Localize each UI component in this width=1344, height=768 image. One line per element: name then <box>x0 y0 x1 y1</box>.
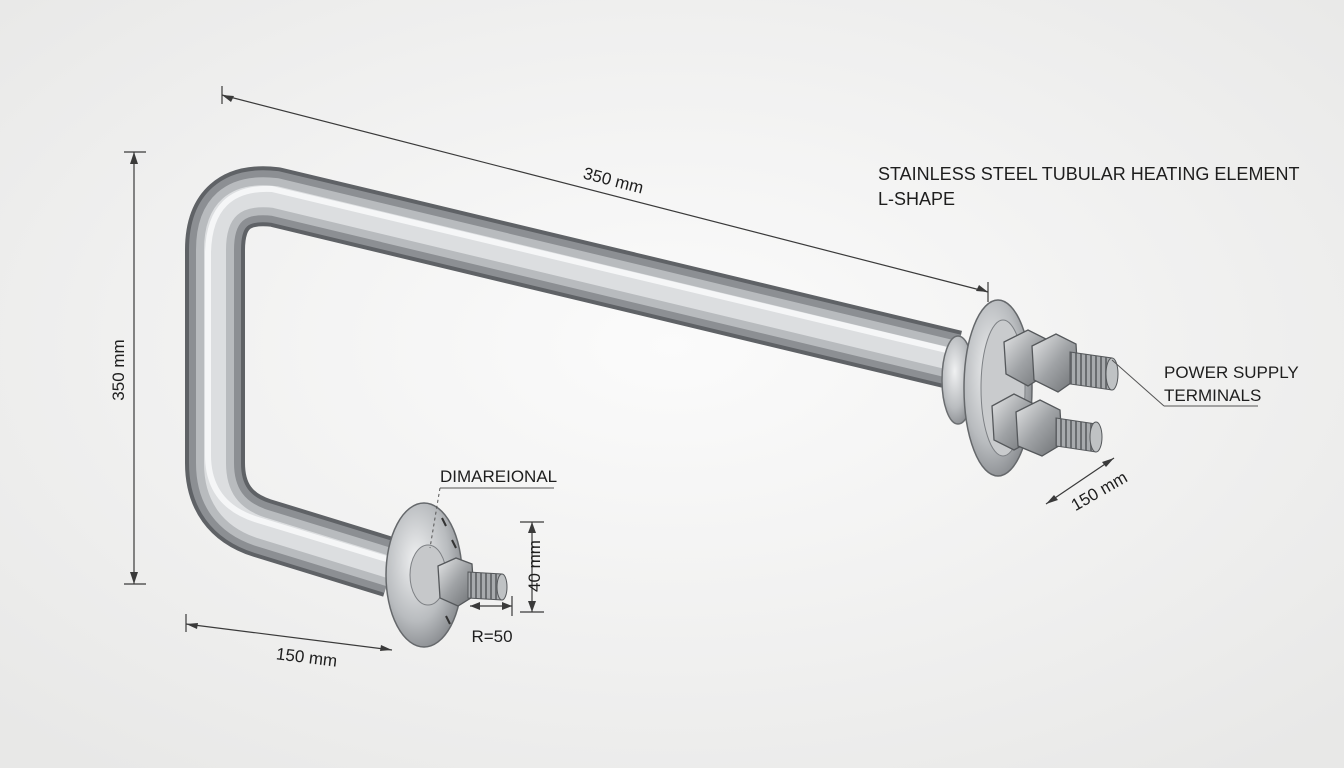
bend-radius-label: R=50 <box>471 627 512 646</box>
dimensional-label: DIMARΕΙONAL <box>440 467 557 486</box>
power-supply-callout: POWER SUPPLY TERMINALS <box>1111 359 1299 407</box>
power-supply-label-line2: TERMINALS <box>1164 386 1261 405</box>
dimension-vertical-height: 350 mm <box>109 151 146 585</box>
dimension-bend-radius: R=50 <box>470 596 513 646</box>
vertical-height-label: 350 mm <box>109 339 128 400</box>
power-supply-label-line1: POWER SUPPLY <box>1164 363 1299 382</box>
dimensional-callout: DIMARΕΙONAL <box>429 467 557 549</box>
title-block: STAINLESS STEEL TUBULAR HEATING ELEMENT … <box>878 164 1299 209</box>
right-terminal-assembly <box>941 299 1119 477</box>
title-line1: STAINLESS STEEL TUBULAR HEATING ELEMENT <box>878 164 1299 184</box>
left-terminal-assembly <box>385 502 508 648</box>
flange-height-label: 40 mm <box>525 540 544 592</box>
dimension-flange-height: 40 mm <box>520 521 544 613</box>
title-line2: L-SHAPE <box>878 189 955 209</box>
steel-tube <box>185 166 962 597</box>
